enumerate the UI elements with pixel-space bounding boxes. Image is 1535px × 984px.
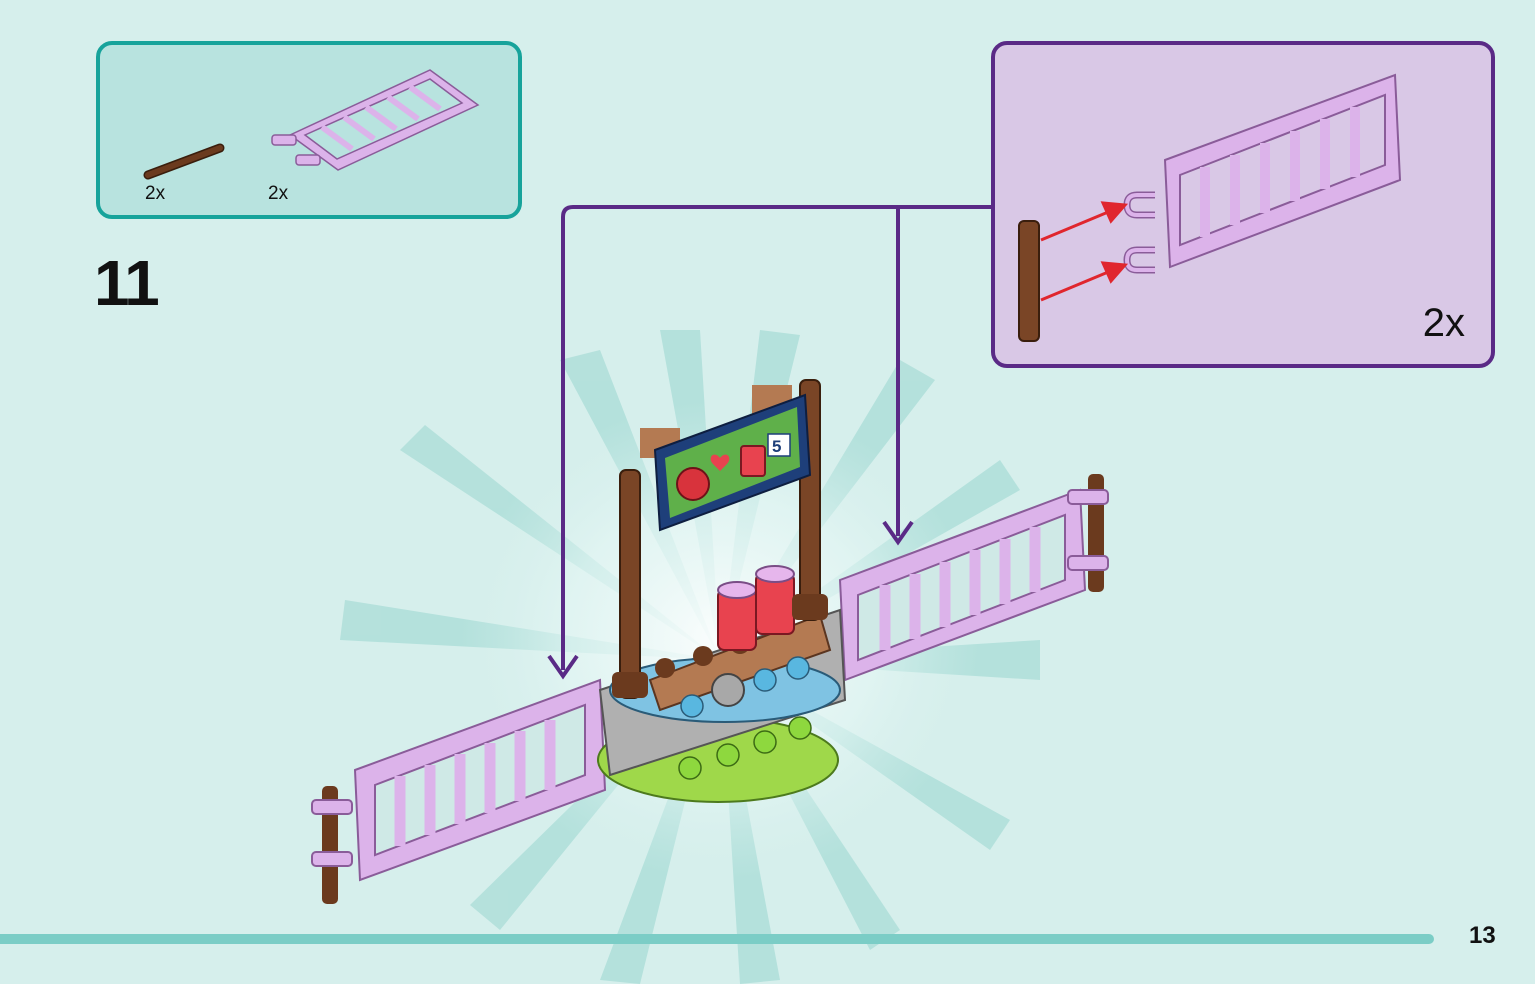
callout-box: 2x — [991, 41, 1495, 368]
market-stand: 5 — [597, 379, 847, 803]
lavender-fence-icon — [271, 69, 480, 171]
part-quantity: 2x — [268, 183, 289, 204]
brown-bar-icon — [1018, 220, 1040, 342]
callout-quantity: 2x — [1422, 301, 1465, 345]
progress-bar — [0, 934, 1434, 944]
brown-bar-icon — [143, 143, 225, 180]
guide-arrows — [547, 205, 991, 680]
lavender-fence-icon — [1123, 73, 1402, 274]
parts-illustration — [143, 69, 480, 180]
right-fence — [838, 474, 1109, 682]
callout-illustration — [1018, 73, 1402, 342]
parts-box: 2x 2x — [96, 41, 522, 219]
part-quantity: 2x — [145, 183, 166, 204]
attach-arrows — [1040, 201, 1129, 302]
sign-label: 5 — [772, 437, 781, 456]
step-number: 11 — [94, 247, 160, 319]
left-fence — [311, 678, 607, 904]
page-number: 13 — [1469, 922, 1496, 949]
